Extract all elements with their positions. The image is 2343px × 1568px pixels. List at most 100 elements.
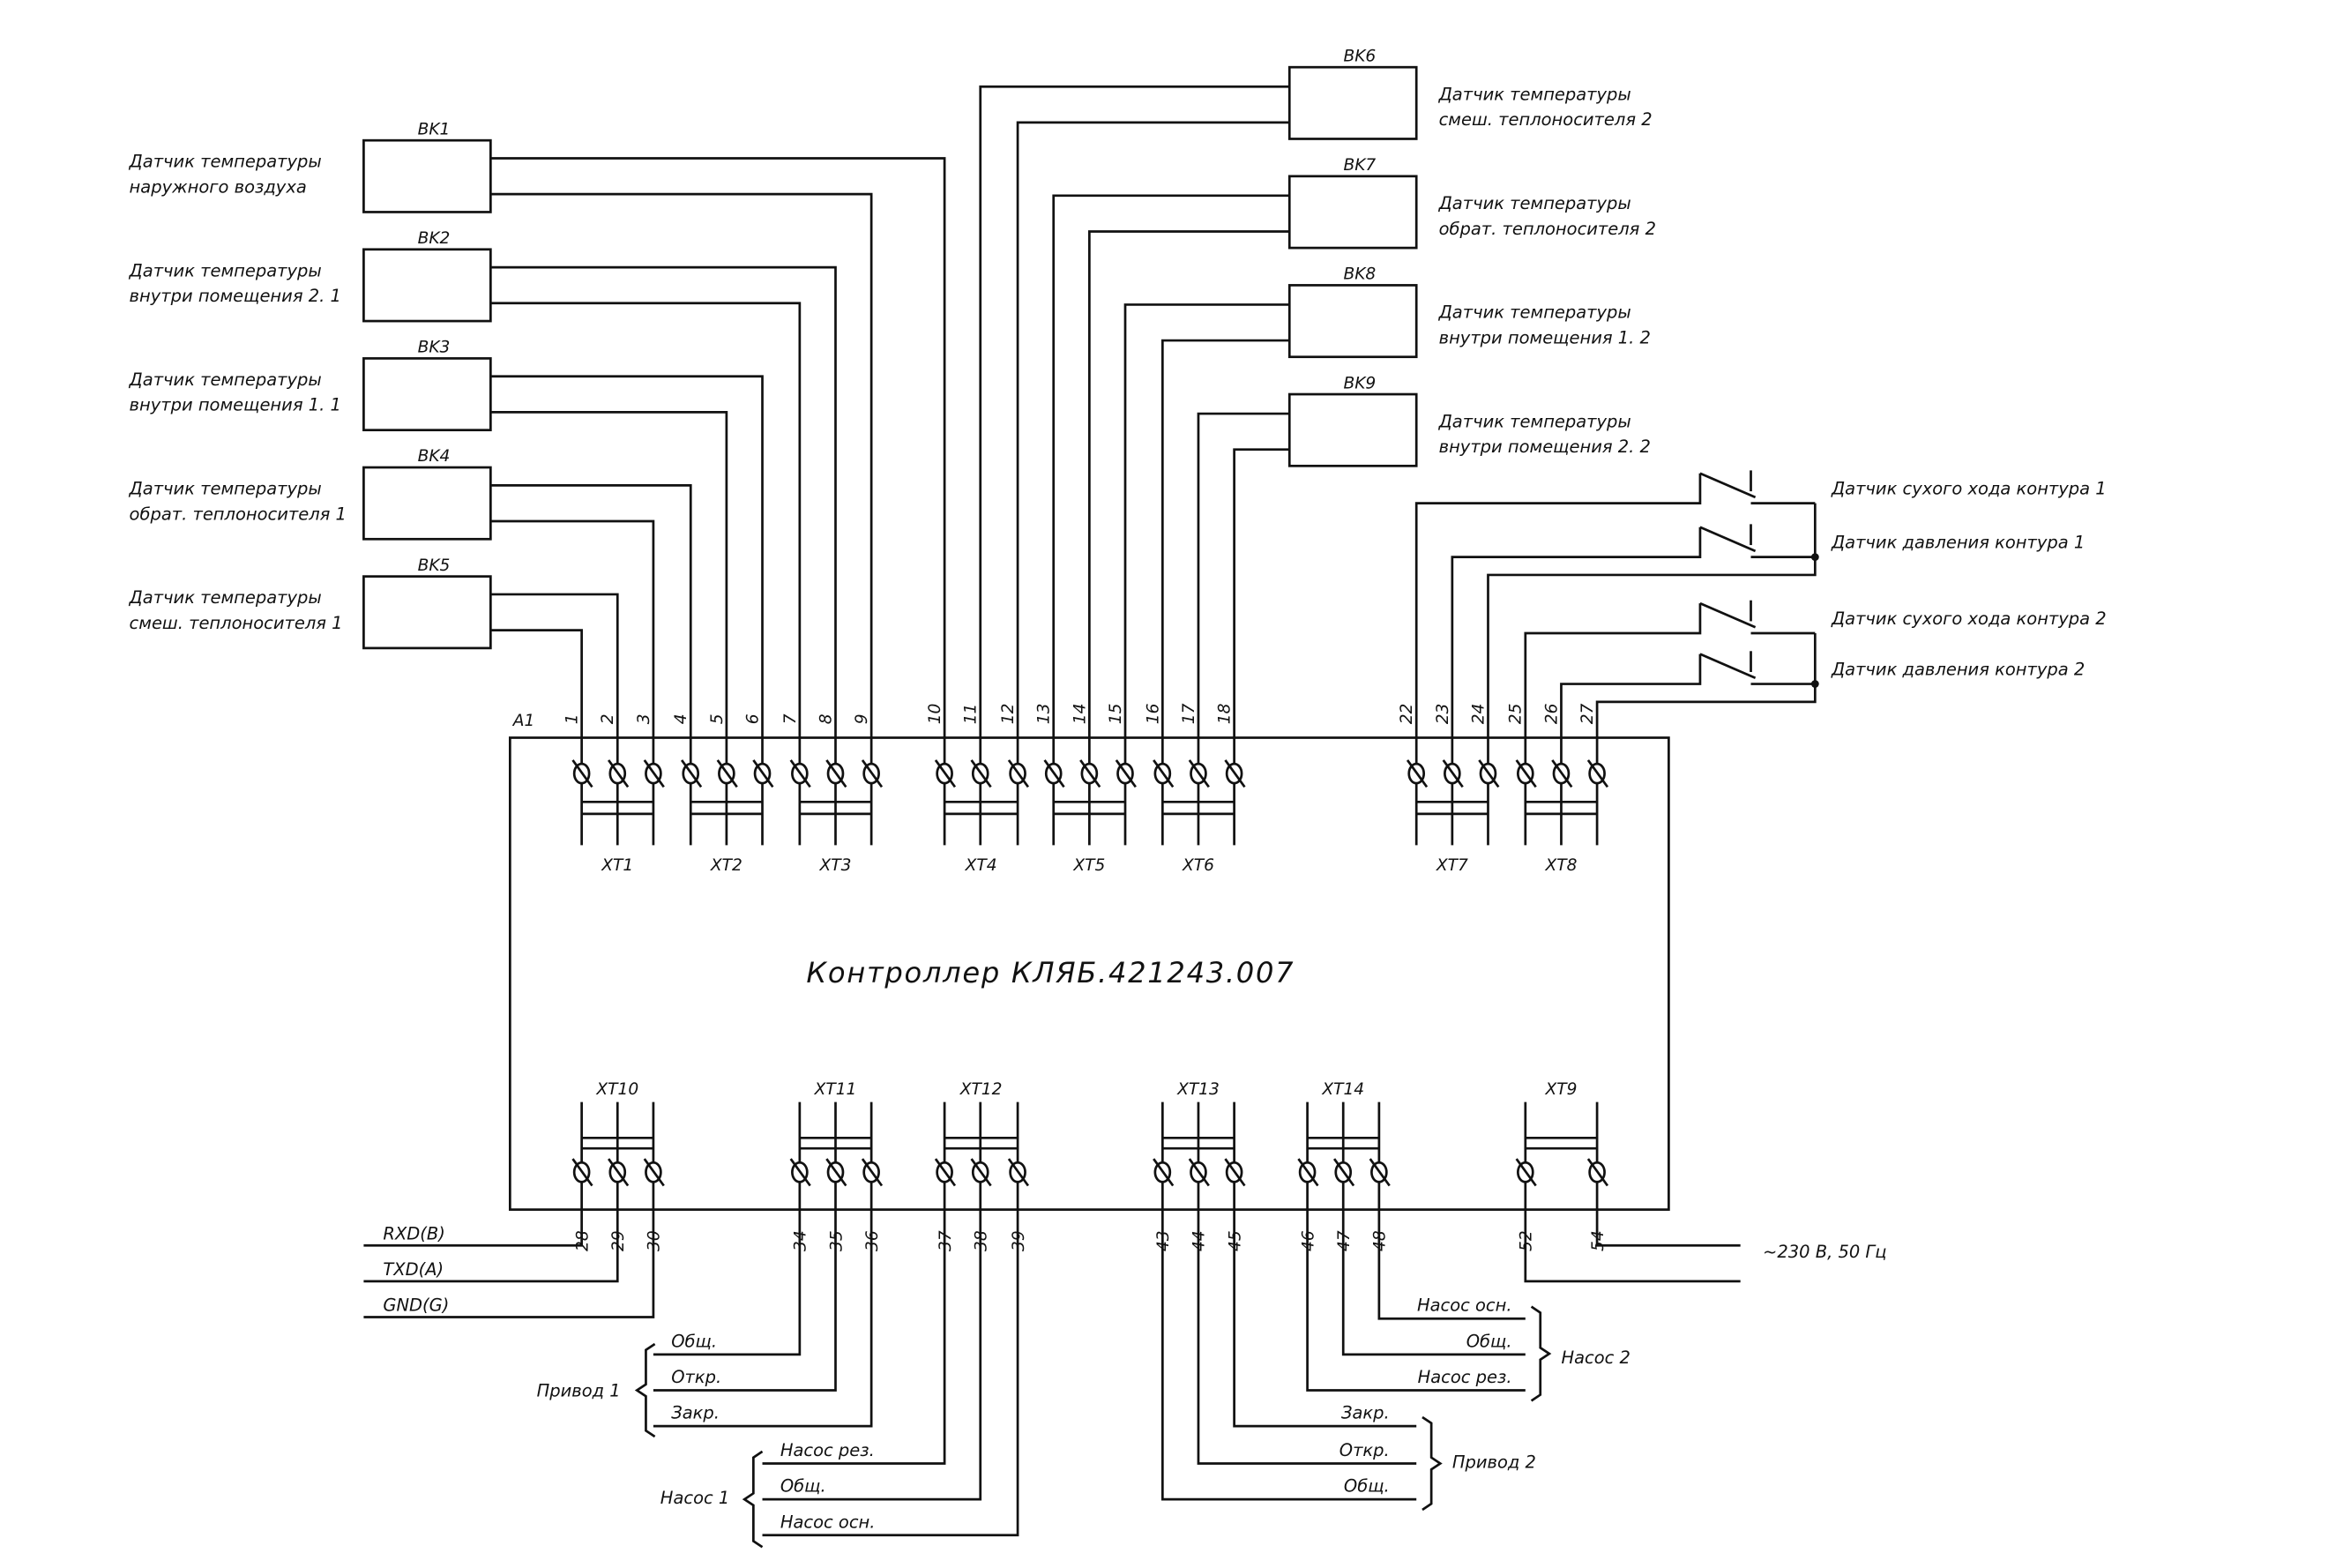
drive2-wire bbox=[1233, 1209, 1417, 1428]
sensor-label-line2: обрат. теплоносителя 2 bbox=[1439, 219, 1656, 239]
wire-bk5-b bbox=[490, 629, 583, 775]
wire-bk6-b bbox=[1016, 121, 1290, 775]
terminal-slash bbox=[861, 1158, 884, 1187]
sensor-box-bk7 bbox=[1287, 175, 1418, 250]
pump1-wire-label: Насос рез. bbox=[780, 1440, 875, 1460]
terminal-block-label: XT8 bbox=[1544, 856, 1577, 875]
terminal-number: 45 bbox=[1226, 1230, 1244, 1251]
pump1-wire bbox=[762, 1209, 1019, 1537]
drive2-wire-label: Общ. bbox=[1344, 1476, 1390, 1497]
terminal-slash bbox=[608, 1158, 630, 1187]
wire-bk6-a bbox=[979, 85, 1290, 775]
terminal-number: 22 bbox=[1398, 704, 1416, 725]
common-wire-1 bbox=[1595, 632, 1817, 775]
wire-bk7-b bbox=[1088, 230, 1290, 775]
wire-bk4-a bbox=[490, 483, 692, 775]
terminal-slash bbox=[1332, 1158, 1355, 1187]
common-wire-0 bbox=[1487, 503, 1817, 775]
terminal-slash bbox=[970, 759, 992, 788]
terminal-block-label: XT9 bbox=[1544, 1080, 1577, 1099]
terminal-number: 12 bbox=[999, 704, 1018, 725]
drive1-wire-label: Откр. bbox=[671, 1367, 721, 1387]
terminal-block-label: XT4 bbox=[965, 856, 997, 875]
switch-label: Датчик сухого хода контура 1 bbox=[1831, 478, 2107, 498]
sensor-box-bk3 bbox=[362, 357, 492, 432]
drive1-wire-label: Общ. bbox=[671, 1331, 717, 1351]
interface-wire bbox=[363, 1209, 655, 1318]
pump2-wire-label: Насос осн. bbox=[1417, 1295, 1512, 1316]
terminal-number: 1 bbox=[563, 713, 582, 724]
terminal-slash bbox=[934, 759, 957, 788]
sensor-ref: BK4 bbox=[418, 447, 451, 466]
terminal-slash bbox=[643, 759, 665, 788]
wire-bk2-a bbox=[490, 265, 837, 775]
sensor-ref: BK7 bbox=[1343, 156, 1376, 175]
terminal-slash bbox=[752, 759, 774, 788]
terminal-number: 2 bbox=[599, 713, 617, 724]
power-label: ~230 В, 50 Гц bbox=[1763, 1242, 1886, 1262]
interface-label: RXD(B) bbox=[383, 1223, 444, 1243]
drive1-brace bbox=[634, 1342, 656, 1438]
interface-wire bbox=[363, 1209, 619, 1283]
wires-layer bbox=[363, 85, 1817, 1537]
terminal-number: 44 bbox=[1190, 1230, 1209, 1251]
switch-wire-25 bbox=[1524, 603, 1702, 775]
terminal-block-label: XT13 bbox=[1176, 1080, 1220, 1099]
terminal-number: 38 bbox=[973, 1230, 991, 1251]
terminal-slash bbox=[825, 1158, 847, 1187]
sensor-label-line1: Датчик температуры bbox=[129, 260, 322, 280]
terminal-slash bbox=[571, 759, 593, 788]
sensor-box-bk6 bbox=[1287, 65, 1418, 140]
switch-contact-icon bbox=[1699, 526, 1757, 553]
terminal-slash bbox=[680, 759, 703, 788]
sensor-label-line2: внутри помещения 1. 1 bbox=[130, 395, 341, 415]
terminal-slash bbox=[1478, 759, 1500, 788]
terminal-number: 54 bbox=[1589, 1230, 1608, 1251]
terminal-slash bbox=[1079, 759, 1101, 788]
terminal-slash bbox=[1369, 1158, 1391, 1187]
pump2-brace bbox=[1530, 1305, 1552, 1402]
sensor-ref: BK3 bbox=[418, 339, 451, 357]
sensor-label-line1: Датчик температуры bbox=[1438, 411, 1631, 431]
pump1-wire bbox=[762, 1209, 946, 1465]
terminal-number: 8 bbox=[817, 713, 835, 724]
wire-bk7-a bbox=[1052, 194, 1290, 775]
wire-bk8-b bbox=[1160, 339, 1290, 775]
sensor-label-line1: Датчик температуры bbox=[129, 478, 322, 498]
sensor-label-line2: внутри помещения 2. 2 bbox=[1439, 437, 1651, 457]
wire-bk5-a bbox=[490, 593, 619, 775]
sensor-label-line2: обрат. теплоносителя 1 bbox=[130, 504, 347, 524]
pump1-wire bbox=[762, 1209, 982, 1501]
drive2-wire-label: Закр. bbox=[1341, 1403, 1390, 1423]
terminal-slash bbox=[934, 1158, 957, 1187]
drive1-wire bbox=[653, 1209, 873, 1428]
wire-bk8-a bbox=[1123, 303, 1290, 775]
terminal-block-label: XT10 bbox=[595, 1080, 638, 1099]
terminal-number: 27 bbox=[1578, 703, 1597, 724]
terminal-block-label: XT3 bbox=[819, 856, 852, 875]
junction-dot bbox=[1810, 680, 1819, 688]
terminal-slash bbox=[1586, 1158, 1609, 1187]
pump1-label: Насос 1 bbox=[660, 1488, 729, 1508]
sensor-label-line2: внутри помещения 2. 1 bbox=[130, 286, 341, 306]
terminal-slash bbox=[789, 759, 811, 788]
terminal-block-label: XT5 bbox=[1072, 856, 1105, 875]
terminal-number: 3 bbox=[635, 713, 653, 724]
shapes-layer bbox=[362, 65, 1819, 1549]
terminal-block-label: XT7 bbox=[1436, 856, 1468, 875]
terminal-slash bbox=[1224, 1158, 1246, 1187]
wire-bk1-b bbox=[490, 192, 873, 775]
sensor-box-bk9 bbox=[1287, 392, 1418, 467]
sensor-label-line1: Датчик температуры bbox=[129, 152, 322, 172]
terminal-number: 13 bbox=[1035, 704, 1054, 725]
sensor-label-line1: Датчик температуры bbox=[1438, 302, 1631, 323]
terminal-slash bbox=[825, 759, 847, 788]
terminal-slash bbox=[1115, 759, 1137, 788]
switch-label: Датчик давления контура 1 bbox=[1831, 532, 2085, 552]
interface-wire bbox=[363, 1209, 583, 1247]
pump1-brace bbox=[742, 1450, 764, 1549]
controller-box bbox=[508, 736, 1670, 1211]
wire-bk4-b bbox=[490, 519, 655, 775]
sensor-label-line2: наружного воздуха bbox=[130, 176, 307, 197]
